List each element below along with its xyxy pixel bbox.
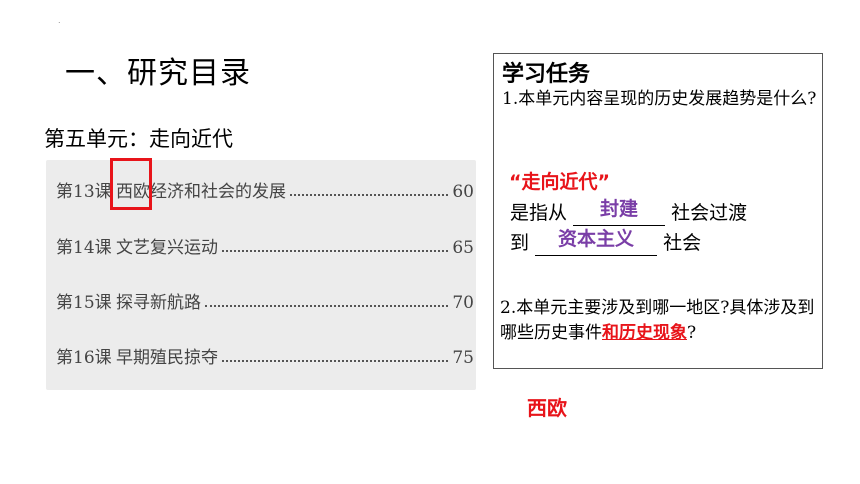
line2-suffix: 社会 xyxy=(663,232,702,254)
toc-lesson-name: 早期殖民掠夺 xyxy=(116,348,218,368)
fill-blank-1: 封建 xyxy=(573,198,666,226)
highlight-box xyxy=(110,158,152,210)
task-panel xyxy=(493,53,823,369)
toc-lesson-number: 第14课 xyxy=(56,238,112,258)
toc-lesson-number: 第15课 xyxy=(56,293,112,313)
question-2-end: ? xyxy=(687,323,697,343)
toc-page-number: 75 xyxy=(452,348,474,368)
decorative-dot: . xyxy=(58,16,61,25)
toc-row: 第15课 探寻新航路 70 xyxy=(56,285,474,313)
toc-lesson-name: 探寻新航路 xyxy=(116,293,201,313)
region-answer: 西欧 xyxy=(527,396,567,420)
line1-prefix: 是指从 xyxy=(510,202,568,224)
question-1: 1.本单元内容呈现的历史发展趋势是什么? xyxy=(502,89,817,109)
toc-page-number: 65 xyxy=(452,238,474,258)
toc-page-number: 70 xyxy=(452,293,474,313)
toc-lesson-number: 第13课 xyxy=(56,182,112,202)
toc-lesson-name: 西欧经济和社会的发展 xyxy=(116,182,286,202)
fill-blank-2: 资本主义 xyxy=(535,228,658,256)
toc-row: 第16课 早期殖民掠夺 75 xyxy=(56,340,474,368)
question-2-text: 2.本单元主要涉及到哪一地区?具体涉及到哪些历史事件 xyxy=(500,298,815,343)
line1-suffix: 社会过渡 xyxy=(671,202,748,224)
unit-heading: 第五单元：走向近代 xyxy=(44,127,233,151)
toc-lesson-number: 第16课 xyxy=(56,348,112,368)
table-of-contents: 第13课 西欧经济和社会的发展 60 第14课 文艺复兴运动 65 第15课 探… xyxy=(46,160,476,390)
toc-leader xyxy=(222,250,448,252)
panel-title: 学习任务 xyxy=(502,62,591,87)
question-2-emphasis: 和历史现象 xyxy=(602,323,687,343)
answer-line-1: 是指从 封建 社会过渡 xyxy=(510,198,747,226)
toc-page-number: 60 xyxy=(452,182,474,202)
toc-leader xyxy=(205,305,448,307)
page-title: 一、研究目录 xyxy=(65,56,251,91)
line2-prefix: 到 xyxy=(510,232,530,254)
toc-leader xyxy=(222,360,448,362)
toc-lesson-name: 文艺复兴运动 xyxy=(116,238,218,258)
fill-answer-2: 资本主义 xyxy=(558,228,635,250)
toc-row: 第13课 西欧经济和社会的发展 60 xyxy=(56,174,474,202)
answer-quote: “走向近代” xyxy=(509,171,610,193)
question-2: 2.本单元主要涉及到哪一地区?具体涉及到哪些历史事件和历史现象? xyxy=(500,296,822,346)
fill-answer-1: 封建 xyxy=(600,198,639,220)
toc-row: 第14课 文艺复兴运动 65 xyxy=(56,230,474,258)
toc-leader xyxy=(290,194,448,196)
answer-line-2: 到 资本主义 社会 xyxy=(510,228,701,256)
